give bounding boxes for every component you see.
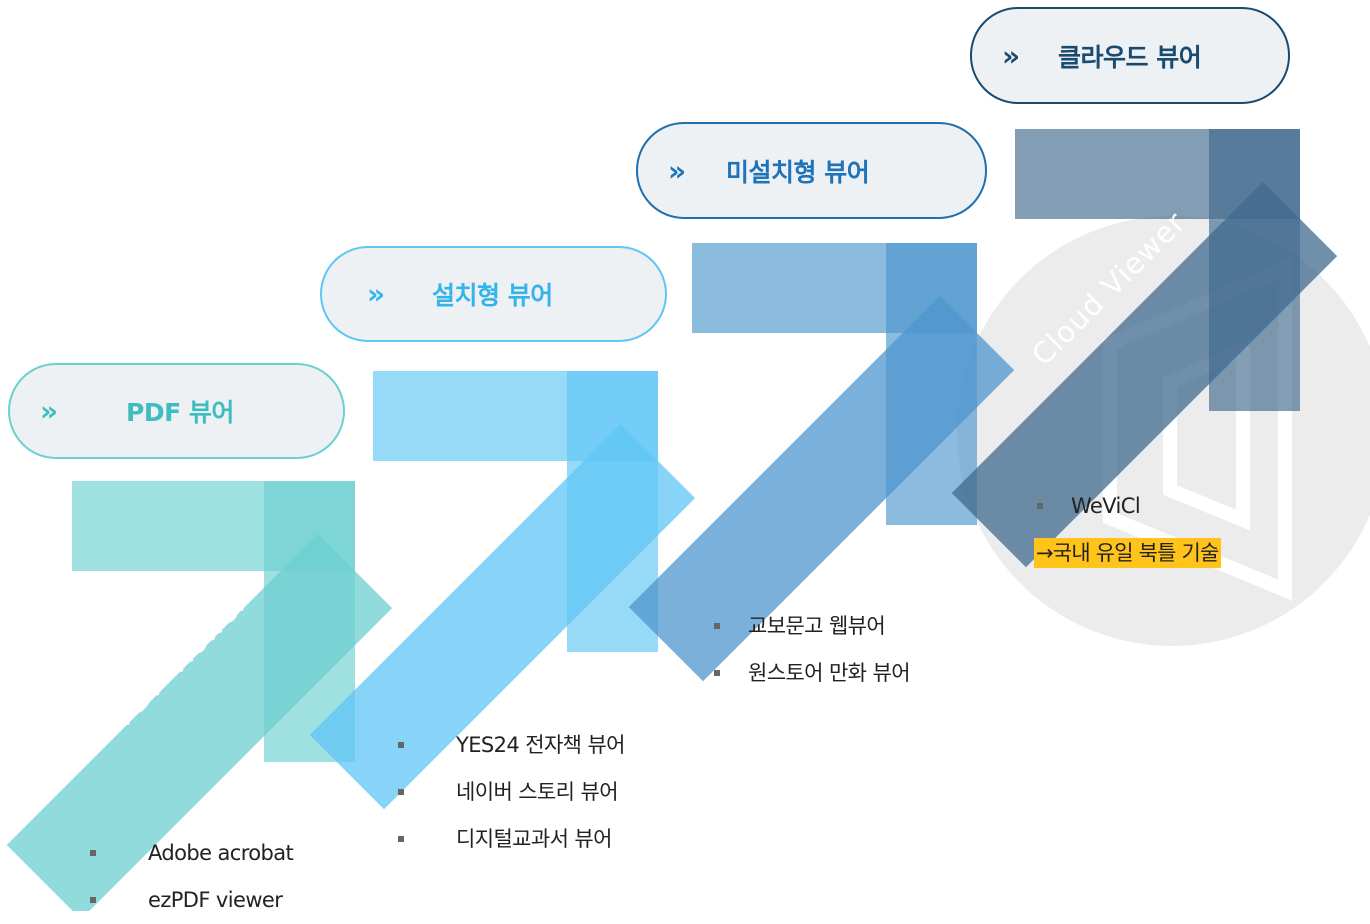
stage-pill-pdf: » PDF 뷰어	[8, 363, 345, 459]
list-item: ezPDF viewer	[90, 877, 293, 924]
double-chevron-right-icon: »	[668, 154, 686, 187]
double-chevron-right-icon: »	[40, 394, 58, 428]
square-bullet-icon	[398, 836, 404, 842]
double-chevron-right-icon: »	[367, 277, 385, 311]
square-bullet-icon	[398, 789, 404, 795]
list-item-text: ezPDF viewer	[148, 888, 283, 912]
list-item-text: YES24 전자책 뷰어	[456, 733, 626, 757]
square-bullet-icon	[714, 670, 720, 676]
stage-pill-cloud: » 클라우드 뷰어	[970, 7, 1290, 104]
stage-label-app: 설치형 뷰어	[432, 281, 553, 310]
arrow-shaft	[309, 423, 696, 810]
list-item: Adobe acrobat	[90, 830, 294, 877]
stage-pill-app: » 설치형 뷰어	[320, 246, 667, 342]
arrow-shaft	[951, 181, 1338, 568]
stage-pill-web: » 미설치형 뷰어	[636, 122, 987, 219]
list-item: YES24 전자책 뷰어	[398, 722, 626, 769]
stage-examples-app: YES24 전자책 뷰어 네이버 스토리 뷰어 디지털교과서 뷰어	[398, 722, 626, 863]
arrow-shaft	[6, 533, 393, 911]
stage-examples-cloud: WeViCl	[1037, 483, 1141, 530]
square-bullet-icon	[398, 742, 404, 748]
stage-arrow-2: Web Viewer	[628, 243, 1015, 682]
list-item-text: 원스토어 만화 뷰어	[748, 661, 911, 685]
arrow-shaft	[628, 295, 1015, 682]
square-bullet-icon	[90, 897, 96, 903]
square-bullet-icon	[714, 623, 720, 629]
list-item: WeViCl	[1037, 483, 1141, 530]
square-bullet-icon	[90, 850, 96, 856]
stage-examples-web: 교보문고 웹뷰어 원스토어 만화 뷰어	[714, 603, 911, 697]
list-item: 디지털교과서 뷰어	[398, 816, 625, 863]
list-item-text: WeViCl	[1071, 494, 1141, 518]
stage-label-cloud: 클라우드 뷰어	[1058, 42, 1202, 72]
double-chevron-right-icon: »	[1002, 39, 1020, 72]
list-item-text: 네이버 스토리 뷰어	[456, 780, 619, 804]
square-bullet-icon	[1037, 503, 1043, 509]
stage-label-pdf: PDF 뷰어	[126, 398, 234, 427]
stage-label-web: 미설치형 뷰어	[726, 157, 870, 187]
list-item-text: 디지털교과서 뷰어	[456, 827, 612, 851]
list-item-text: 교보문고 웹뷰어	[748, 614, 886, 638]
list-item: 네이버 스토리 뷰어	[398, 769, 625, 816]
list-item: 원스토어 만화 뷰어	[714, 650, 911, 697]
stage-examples-pdf: Adobe acrobat ezPDF viewer	[90, 830, 294, 924]
list-item-text: Adobe acrobat	[148, 841, 294, 865]
unique-technology-highlight: →국내 유일 북틀 기술	[1034, 538, 1221, 568]
list-item: 교보문고 웹뷰어	[714, 603, 910, 650]
